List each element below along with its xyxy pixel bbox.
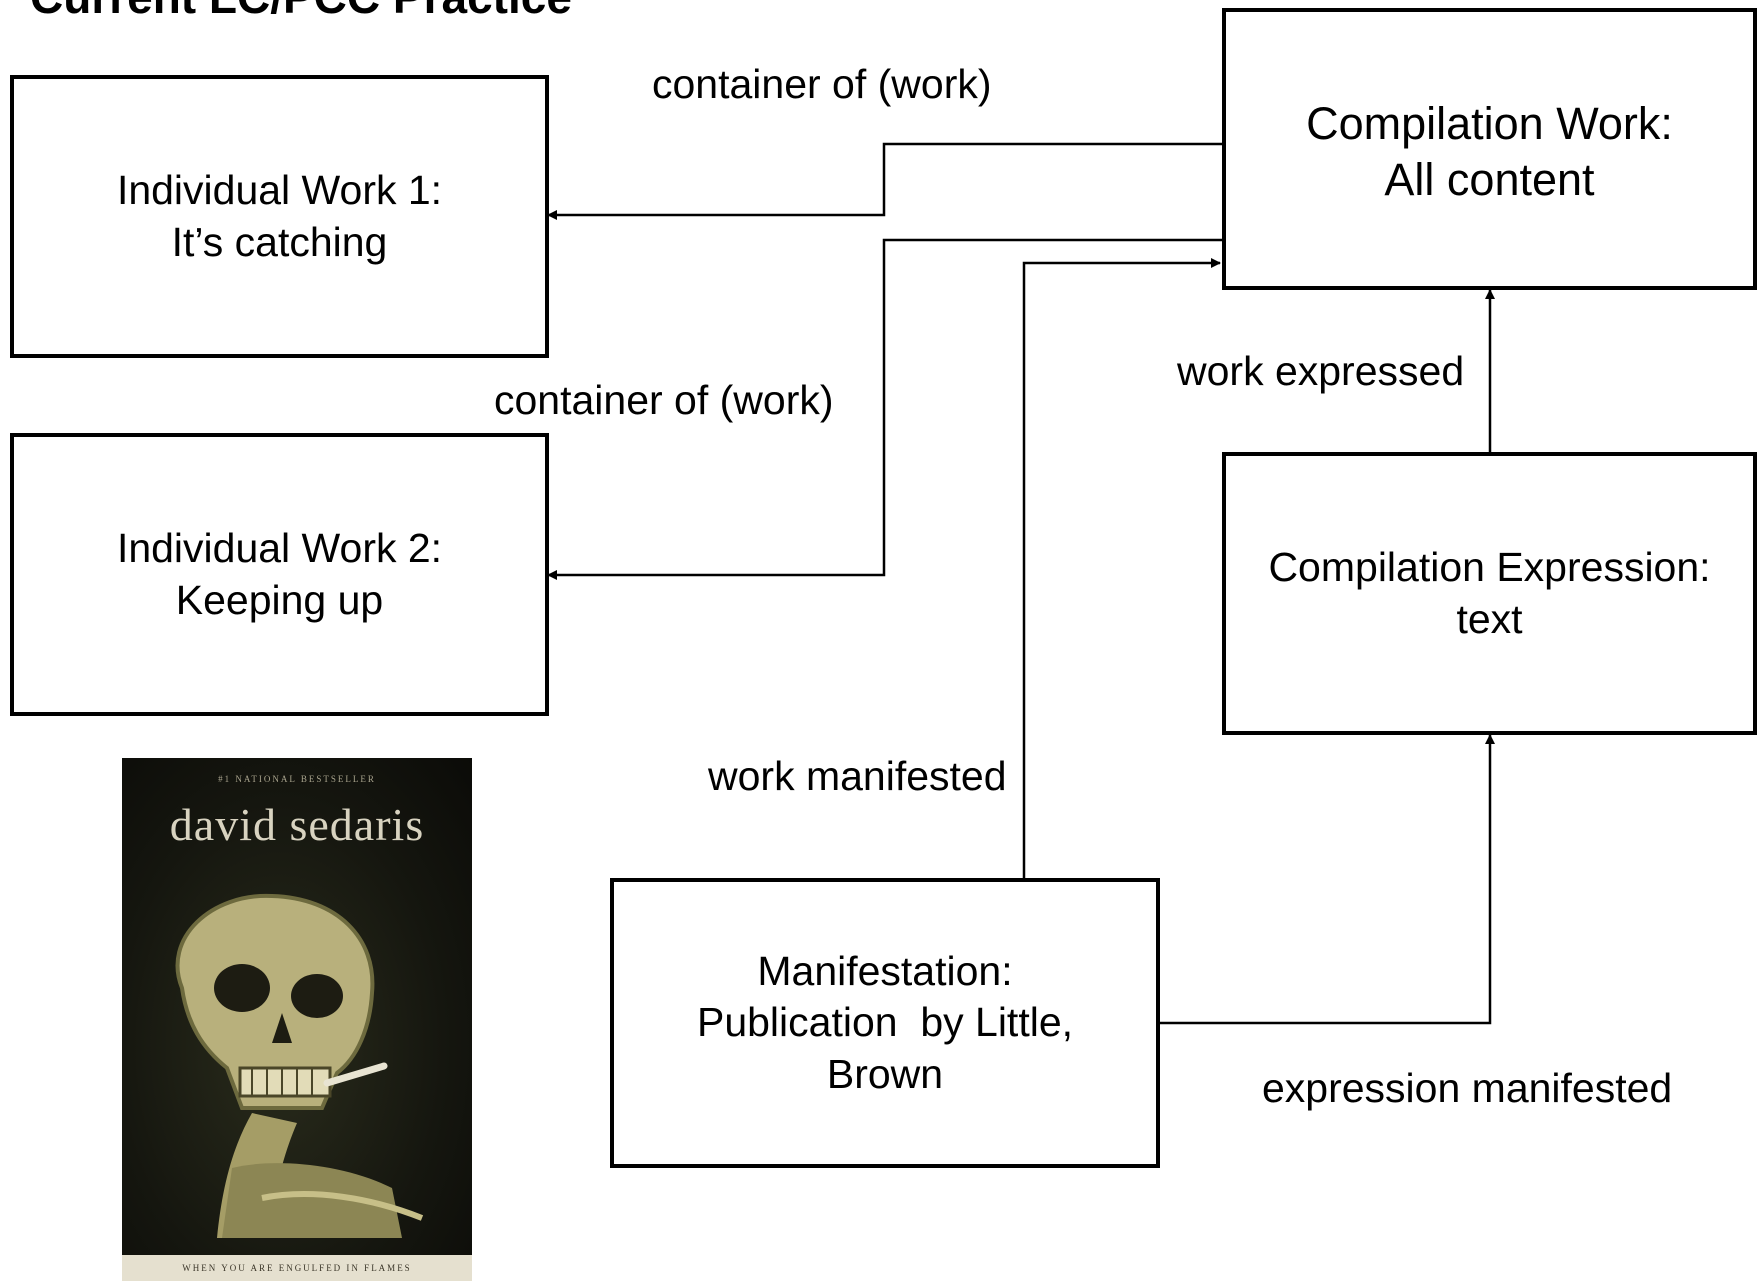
connector-container-of-2: [547, 238, 1222, 580]
compilation-work-line-2: All content: [1384, 154, 1595, 206]
book-cover-subtitle-band: WHEN YOU ARE ENGULFED IN FLAMES: [122, 1255, 472, 1281]
connector-work-manifested: [1022, 258, 1221, 878]
connector-container-of-1: [547, 142, 1222, 220]
connector-expression-manifested: [1158, 734, 1495, 1025]
label-expression-manifested: expression manifested: [1262, 1065, 1673, 1111]
book-cover-author: david sedaris: [169, 799, 425, 850]
label-container-of-2: container of (work): [494, 377, 834, 423]
manifestation-line-2: Publication by Little,: [696, 999, 1074, 1046]
book-cover-image: #1 NATIONAL BESTSELLER david sedaris WHE…: [122, 758, 472, 1281]
book-cover-subtitle: WHEN YOU ARE ENGULFED IN FLAMES: [182, 1263, 412, 1273]
skull-illustration: [175, 893, 424, 1238]
individual-work-2-line-2: Keeping up: [175, 576, 384, 623]
label-work-expressed: work expressed: [1177, 348, 1465, 394]
compilation-expression-line-1: Compilation Expression:: [1268, 544, 1711, 591]
individual-work-1-line-1: Individual Work 1:: [116, 167, 443, 214]
individual-work-1-line-2: It’s catching: [171, 218, 388, 265]
individual-work-2-line-1: Individual Work 2:: [116, 525, 443, 572]
individual-work-2-box: Individual Work 2: Keeping up: [10, 433, 549, 716]
manifestation-line-1: Manifestation:: [757, 948, 1013, 995]
slide-title: Current LC/PCC Practice: [30, 0, 572, 24]
manifestation-line-3: Brown: [826, 1050, 944, 1097]
compilation-expression-line-2: text: [1456, 595, 1523, 642]
label-container-of-1: container of (work): [652, 61, 992, 107]
compilation-work-box: Compilation Work: All content: [1222, 8, 1757, 290]
label-work-manifested: work manifested: [708, 753, 1007, 799]
compilation-expression-box: Compilation Expression: text: [1222, 452, 1757, 735]
manifestation-box: Manifestation: Publication by Little, Br…: [610, 878, 1160, 1168]
individual-work-1-box: Individual Work 1: It’s catching: [10, 75, 549, 358]
book-cover-top-line: #1 NATIONAL BESTSELLER: [218, 774, 376, 784]
compilation-work-line-1: Compilation Work:: [1306, 98, 1673, 149]
